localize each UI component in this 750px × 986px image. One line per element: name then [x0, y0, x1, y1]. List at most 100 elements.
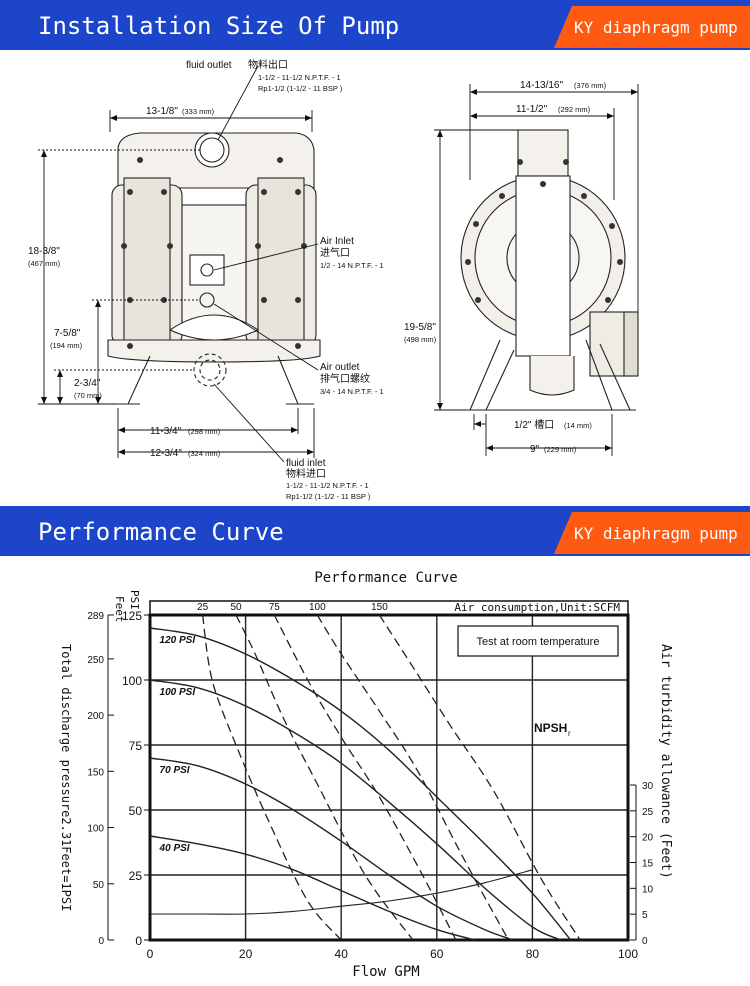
plot-frame [148, 613, 630, 942]
feet-tick-label: 50 [93, 880, 105, 891]
feet-tick-label: 250 [87, 655, 104, 666]
curve-label: 70 PSI [160, 765, 190, 776]
right-tick-label: 10 [642, 884, 654, 895]
installation-title: Installation Size Of Pump [38, 12, 400, 40]
front-view-dimension-lines [38, 65, 319, 463]
dim-base-inner-mm: (298 mm) [188, 427, 221, 436]
dim-slot-mm: (14 mm) [564, 421, 592, 430]
dim-height-low: 2-3/4" [74, 378, 101, 389]
feet-tick-label: 289 [87, 611, 104, 622]
top-tick-label: 75 [269, 602, 281, 613]
psi-tick-label: 0 [135, 934, 142, 948]
dim-width-top: 13-1/8" [146, 106, 178, 117]
air-inlet-cn: 进气口 [320, 246, 350, 259]
performance-banner: Performance Curve KY diaphragm pump [0, 506, 750, 556]
x-tick-label: 100 [618, 947, 638, 961]
top-axis-label: Air consumption,Unit:SCFM [454, 601, 620, 614]
side-view-bolts [465, 159, 623, 303]
feet-tick-label: 0 [98, 936, 104, 947]
right-axis-label: Air turbidity allowance (Feet) [658, 644, 673, 879]
dim-base-outer: 12-3/4" [150, 448, 182, 459]
side-view-pump [460, 129, 639, 411]
air-outlet-spec: 3/4 - 14 N.P.T.F. - 1 [320, 387, 384, 396]
right-tick-label: 5 [642, 910, 648, 921]
x-tick-label: 60 [430, 947, 444, 961]
x-tick-label: 20 [239, 947, 253, 961]
pressure-curves [149, 627, 572, 941]
psi-tick-label: 125 [122, 609, 142, 623]
dim-base-outer-mm: (324 mm) [188, 449, 221, 458]
fluid-inlet-spec1: 1-1/2 - 11-1/2 N.P.T.F. - 1 [286, 481, 369, 490]
top-axis-band [149, 600, 629, 616]
psi-tick-label: 50 [129, 804, 143, 818]
dim-width-top-mm: (333 mm) [182, 107, 215, 116]
top-tick-label: 50 [230, 602, 242, 613]
dim-height-low-mm: (70 mm) [74, 391, 102, 400]
feet-tick-label: 100 [87, 824, 104, 835]
dim-slot: 1/2" 槽口 [514, 418, 554, 431]
x-axis-label: Flow GPM [352, 964, 419, 980]
brand-tag-text: KY diaphragm pump [574, 18, 738, 37]
fluid-outlet-cn: 物料出口 [248, 58, 288, 71]
front-view-pump [107, 132, 321, 405]
fluid-outlet-spec2: Rp1-1/2 (1-1/2 - 11 BSP ) [258, 84, 343, 93]
note-text: Test at room temperature [477, 636, 600, 648]
dim-height-total-mm: (467 mm) [28, 259, 61, 268]
curve-npsh [149, 869, 533, 915]
air-inlet-spec: 1/2 - 14 N.P.T.F. - 1 [320, 261, 384, 270]
top-tick-label: 100 [309, 602, 326, 613]
installation-drawing: fluid outlet 物料出口 1-1/2 - 11-1/2 N.P.T.F… [28, 58, 639, 501]
installation-banner: Installation Size Of Pump KY diaphragm p… [0, 0, 750, 50]
feet-tick-label: 200 [87, 711, 104, 722]
dim-width-outer-mm: (376 mm) [574, 81, 607, 90]
psi-tick-label: 25 [129, 869, 143, 883]
left-axis-caption: Total discharge pressure2.31Feet=1PSI [59, 644, 73, 911]
chart-grid [150, 615, 628, 940]
front-view-labels: fluid outlet 物料出口 1-1/2 - 11-1/2 N.P.T.F… [28, 58, 384, 501]
dim-base-mm: (229 mm) [544, 445, 577, 454]
curve-label: 100 PSI [160, 687, 196, 698]
air-curve-50 [235, 614, 414, 941]
performance-title: Performance Curve [38, 518, 284, 546]
top-tick-label: 150 [371, 602, 388, 613]
air-outlet-cn: 排气口螺纹 [320, 372, 370, 385]
top-tick-label: 25 [197, 602, 209, 613]
dim-height-total: 18-3/8" [28, 246, 60, 257]
air-curve-25 [201, 614, 342, 941]
air-inlet-label: Air Inlet [320, 236, 354, 247]
dim-width-inner: 11-1/2" [516, 104, 548, 115]
right-tick-label: 30 [642, 781, 654, 792]
brand-tag: KY diaphragm pump [554, 6, 750, 48]
left-axis-psi-label: PSI [128, 590, 141, 610]
dim-height: 19-5/8" [404, 322, 436, 333]
air-curve-100 [316, 614, 510, 941]
right-tick-label: 20 [642, 833, 654, 844]
left-axis-feet-label: Feet [113, 596, 126, 623]
note-box [457, 625, 619, 657]
side-view-labels: 14-13/16" (376 mm) 11-1/2" (292 mm) 19-5… [404, 80, 607, 455]
curve-label: 40 PSI [159, 843, 190, 854]
npsh-label: NPSH [534, 721, 567, 735]
dim-height-mid: 7-5/8" [54, 328, 81, 339]
chart-title: Performance Curve [314, 570, 457, 586]
dim-height-mid-mm: (194 mm) [50, 341, 83, 350]
dim-width-outer: 14-13/16" [520, 80, 563, 91]
curve-40-psi [149, 835, 476, 941]
fluid-outlet-label: fluid outlet [186, 60, 232, 71]
brand-tag-2: KY diaphragm pump [554, 512, 750, 554]
fluid-outlet-spec1: 1-1/2 - 11-1/2 N.P.T.F. - 1 [258, 73, 341, 82]
npsh-subscript: r [568, 729, 571, 738]
air-consumption-curves [201, 614, 581, 941]
side-view-dimension-lines [434, 84, 639, 456]
fluid-inlet-label: fluid inlet [286, 458, 326, 469]
x-tick-label: 40 [335, 947, 349, 961]
air-outlet-label: Air outlet [320, 362, 360, 373]
dim-width-inner-mm: (292 mm) [558, 105, 591, 114]
dim-base-inner: 11-3/4" [150, 426, 182, 437]
right-tick-label: 0 [642, 936, 648, 947]
curve-70-psi [149, 757, 514, 941]
feet-tick-label: 150 [87, 767, 104, 778]
brand-tag-2-text: KY diaphragm pump [574, 524, 738, 543]
